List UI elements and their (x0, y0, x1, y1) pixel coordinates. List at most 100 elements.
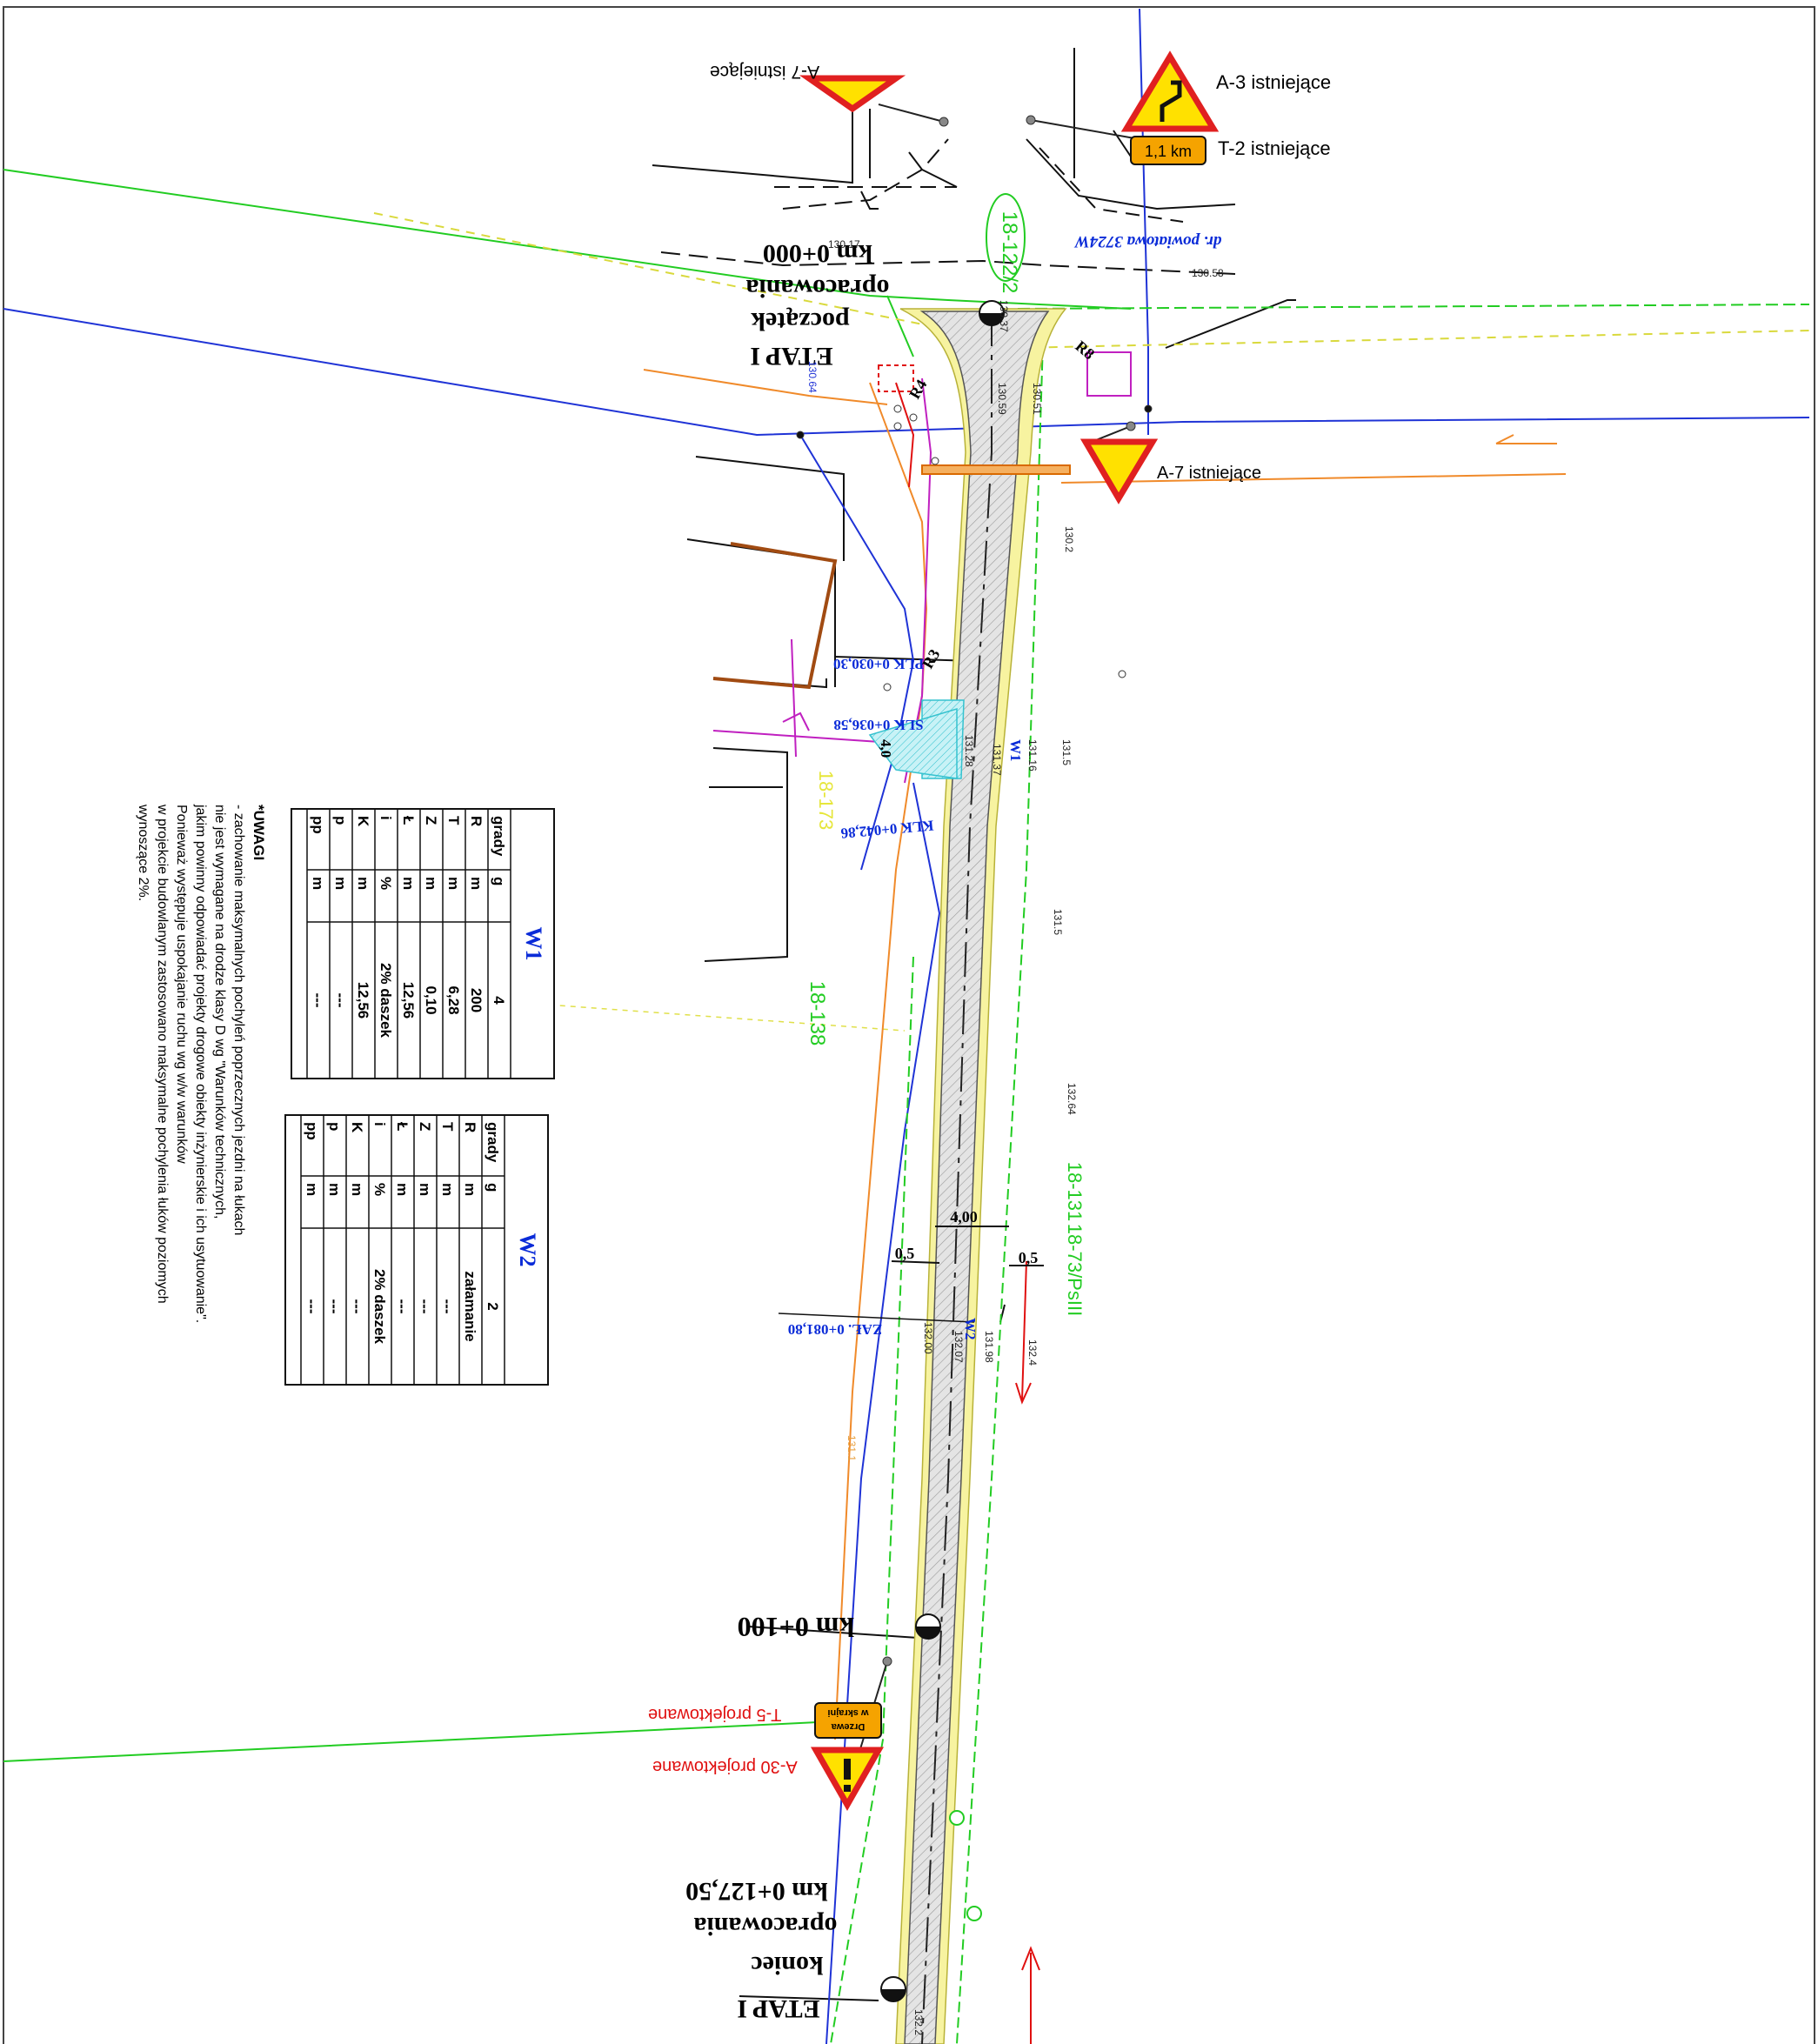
notes-line-1: - zachowanie maksymalnych pochyleń poprz… (231, 805, 246, 1235)
parcel-18-122-2: 18-122/2 (998, 211, 1021, 294)
sign-a3-label: A-3 istniejące (1216, 71, 1331, 93)
table_w1-cell: Ł (400, 816, 417, 825)
table-w1-title: W1 (521, 927, 546, 961)
sign-a3-icon (1120, 50, 1220, 132)
notes-line-5: w projekcie budowlanym zastosowano maksy… (155, 804, 170, 1304)
sign-t5-label: T-5 projektowane (648, 1705, 781, 1724)
table_w2-cell: Z (417, 1122, 433, 1131)
plk-label: PLK 0+030,30 (833, 656, 924, 672)
table_w1-cell: T (445, 816, 462, 825)
table_w2-cell: T (439, 1122, 456, 1132)
slk-label: SLK 0+036,58 (833, 717, 923, 733)
sign-t5-plate (814, 1702, 882, 1739)
table-w2-title: W2 (515, 1233, 540, 1267)
table_w2-cell: m (462, 1183, 478, 1196)
yellow-parcel-line (373, 212, 1810, 350)
table_w2-cell: --- (394, 1299, 411, 1314)
sign-a7-mid-label: A-7 istniejące (1157, 464, 1261, 483)
parcel-18-122-2-ring (986, 193, 1026, 282)
sign-t5-plate-line2: w skrajni (827, 1707, 869, 1718)
table_w2-cell: m (349, 1183, 365, 1196)
sign-a30-label: A-30 projektowane (652, 1757, 798, 1776)
table_w2-cell: m (394, 1183, 411, 1196)
level-132-07: 132.07 (952, 1331, 965, 1363)
end-km-label: km 0+127,50 (685, 1877, 828, 1906)
level-132-4: 132.4 (1026, 1339, 1039, 1366)
table_w2-cell: Ł (394, 1122, 411, 1131)
parcel-18-138: 18-138 (805, 981, 829, 1046)
table_w1-cell: 0,10 (423, 985, 439, 1014)
building-outline (712, 542, 838, 690)
sign-a30-icon (810, 1747, 885, 1812)
road-name: dr. powiatowa 3724W (1074, 232, 1221, 250)
table_w2-cell: p (326, 1122, 343, 1131)
level-130-58: 130.58 (1192, 267, 1224, 279)
table_w2-cell: g (485, 1183, 501, 1192)
level-132-64: 132.64 (1066, 1083, 1078, 1115)
end-etap: ETAP I (737, 1994, 819, 2023)
curve-table-w2: W2 gradyg2RmzałamanieTm---Zm---Łm---i%2%… (284, 1114, 549, 1386)
table_w1-cell: grady (491, 816, 507, 857)
notes-line-4: Ponieważ występuje uspokajanie ruchu wg … (174, 805, 189, 1164)
gas-lines (643, 369, 1567, 1740)
table_w1-cell: m (400, 877, 417, 890)
table_w2-cell: --- (326, 1299, 343, 1314)
level-131-5a: 131.5 (1060, 739, 1073, 765)
table_w1-cell: 200 (468, 988, 485, 1012)
table_w1-cell: Z (423, 816, 439, 825)
cross-section-dimension (778, 1226, 1044, 1323)
sign-t2-plate (1130, 136, 1206, 165)
level-132-00: 132.00 (922, 1322, 934, 1354)
table_w2-cell: K (349, 1122, 365, 1133)
table_w1-cell: m (332, 877, 349, 890)
table_w1-cell: % (378, 877, 394, 890)
table_w2-cell: 2% daszek (371, 1269, 388, 1345)
table_w1-cell: 4 (491, 996, 507, 1005)
zal-label: ZAŁ. 0+081,80 (788, 1321, 882, 1338)
table_w1-cell: 2% daszek (378, 963, 394, 1039)
level-131-28: 131.28 (963, 735, 975, 767)
level-132-2: 132.2 (912, 2009, 925, 2035)
spot-levels: 130.17 130.58 130.37 130.59 130.51 130.2… (806, 238, 1224, 2035)
table_w1-cell: --- (310, 993, 326, 1008)
parcel-18-173: 18-173 (815, 771, 837, 831)
dim-4-0: 4,0 (878, 739, 894, 758)
sign-t2-label: T-2 istniejące (1218, 137, 1331, 159)
table_w2-cell: --- (439, 1299, 456, 1314)
table-w1-frame (291, 808, 555, 1079)
table_w2-cell: m (326, 1183, 343, 1196)
table_w1-cell: m (468, 877, 485, 890)
sign-a7-mid-icon (1079, 438, 1159, 504)
orange-culvert (921, 464, 1071, 475)
end-desc-line2: opracowania (694, 1912, 838, 1940)
table_w2-cell: --- (349, 1299, 365, 1314)
level-130-2: 130.2 (1063, 526, 1075, 552)
sign-a7-top-label: A-7 istniejące (710, 62, 819, 82)
level-131-1: 131.1 (846, 1435, 858, 1461)
sign-poles (796, 115, 1153, 1921)
sign-a7-top-icon (799, 75, 906, 113)
table_w2-cell: 2 (485, 1302, 501, 1310)
table_w1-cell: m (355, 877, 371, 890)
table_w1-cell: 12,56 (400, 982, 417, 1019)
km-marker-100 (915, 1613, 941, 1640)
level-131-5b: 131.5 (1052, 909, 1064, 935)
parcel-lines (3, 169, 1810, 2044)
start-desc-line1: początek (751, 307, 850, 336)
notes-line-6: wynoszące 2%. (136, 804, 150, 901)
klk-label: KLK 0+042,86 (840, 817, 934, 841)
lane-width: 4,00 (950, 1208, 978, 1226)
table-w2-frame (284, 1114, 549, 1386)
start-etap: ETAP I (750, 342, 832, 371)
r4-label: R4 (906, 377, 930, 402)
table_w2-cell: i (371, 1122, 388, 1126)
level-130-51: 130.51 (1031, 383, 1043, 415)
table_w2-cell: załamanie (462, 1271, 478, 1341)
road-carriageway (904, 311, 1050, 2044)
notes-header: *UWAGI (251, 805, 267, 860)
sign-t5-plate-line1: Drzewa (831, 1721, 865, 1732)
start-desc-line2: opracowania (746, 274, 890, 303)
table_w2-cell: pp (304, 1122, 320, 1140)
